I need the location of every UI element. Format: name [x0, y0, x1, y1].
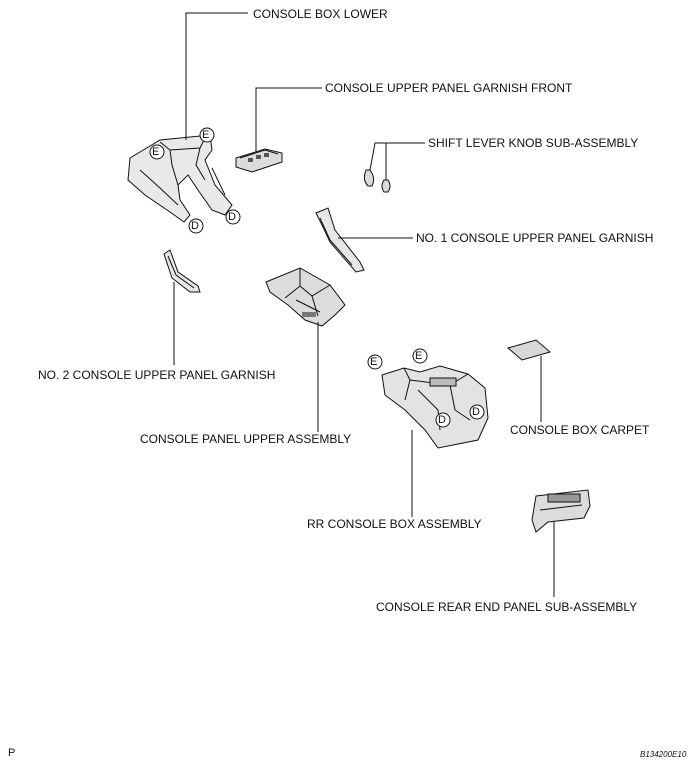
label-garnish-front: CONSOLE UPPER PANEL GARNISH FRONT	[325, 81, 573, 95]
label-console-box-lower: CONSOLE BOX LOWER	[253, 7, 388, 21]
callout-e: E	[415, 350, 423, 362]
rr-console-box-part	[381, 365, 489, 449]
leader-shift-knob-a	[369, 142, 425, 171]
callout-e: E	[152, 146, 160, 158]
label-no2-garnish: NO. 2 CONSOLE UPPER PANEL GARNISH	[38, 368, 276, 382]
label-shift-lever-knob: SHIFT LEVER KNOB SUB-ASSEMBLY	[428, 136, 639, 150]
console-box-carpet-part	[506, 339, 552, 361]
rear-end-panel-part	[531, 489, 591, 533]
callout-d: D	[472, 406, 480, 418]
callout-e: E	[202, 129, 210, 141]
panel-upper-assembly-part	[265, 267, 346, 327]
callout-d: D	[191, 220, 199, 232]
callout-d: D	[438, 414, 446, 426]
garnish-front-part	[235, 148, 283, 173]
page-mark: P	[8, 747, 16, 759]
label-no1-garnish: NO. 1 CONSOLE UPPER PANEL GARNISH	[416, 231, 654, 245]
label-rr-console-box: RR CONSOLE BOX ASSEMBLY	[307, 517, 482, 531]
label-rear-end-panel: CONSOLE REAR END PANEL SUB-ASSEMBLY	[376, 600, 638, 614]
shift-lever-knob-part	[363, 169, 391, 193]
callout-e: E	[370, 356, 378, 368]
leader-console-box-lower	[185, 12, 248, 140]
console-box-lower-part	[127, 134, 233, 223]
leader-garnish-front	[255, 87, 322, 152]
callout-circles	[149, 127, 485, 428]
no2-garnish-part	[163, 249, 201, 293]
callout-d: D	[228, 211, 236, 223]
label-panel-upper-assembly: CONSOLE PANEL UPPER ASSEMBLY	[140, 432, 352, 446]
label-box-carpet: CONSOLE BOX CARPET	[510, 423, 650, 437]
figure-code: B134200E10	[640, 750, 687, 759]
no1-garnish-part	[315, 207, 365, 273]
